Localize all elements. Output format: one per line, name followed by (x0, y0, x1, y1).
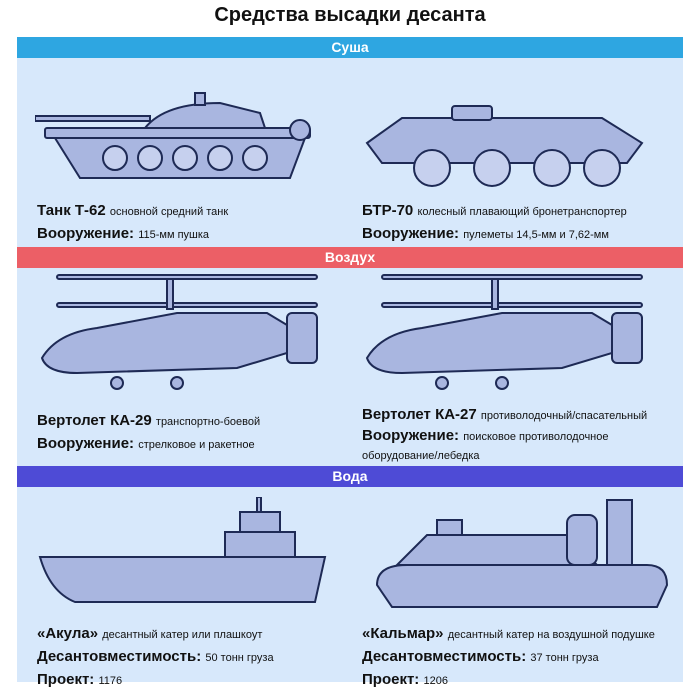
spec-label: Проект: (362, 671, 420, 688)
spec-label: Вооружение: (362, 225, 460, 242)
helicopter-icon (365, 274, 643, 390)
item-kalmar: «Кальмар» десантный катер на воздушной п… (362, 623, 655, 692)
section-water: «Акула» десантный катер или плашкоут Дес… (17, 487, 683, 688)
helicopter-icon (40, 274, 318, 390)
spec-label: Проект: (37, 671, 95, 688)
spec-value: 1176 (98, 675, 123, 687)
item-desc: основной средний танк (109, 206, 229, 218)
spec-value-cont: оборудование/лебедка (362, 450, 480, 462)
spec-label: Десантовместимость: (37, 648, 202, 665)
item-t62: Танк Т-62 основной средний танк Вооружен… (37, 200, 228, 246)
landing-craft-icon (38, 497, 327, 603)
spec-label: Вооружение: (37, 225, 135, 242)
spec-value: 37 тонн груза (530, 652, 599, 664)
item-name: «Акула» (37, 625, 99, 642)
item-desc: колесный плавающий бронетранспортер (417, 206, 627, 218)
item-akula: «Акула» десантный катер или плашкоут Дес… (37, 623, 274, 692)
item-ka29: Вертолет КА-29 транспортно-боевой Вооруж… (37, 410, 260, 456)
item-desc: противолодочный/спасательный (480, 410, 648, 422)
item-name: БТР-70 (362, 202, 414, 219)
spec-value: 1206 (423, 675, 448, 687)
section-header-land: Суша (17, 37, 683, 58)
item-name: Вертолет КА-29 (37, 412, 152, 429)
tank-icon (35, 92, 311, 179)
item-name: Вертолет КА-27 (362, 406, 477, 423)
item-name: «Кальмар» (362, 625, 444, 642)
section-air: Вертолет КА-29 транспортно-боевой Вооруж… (17, 268, 683, 466)
spec-value: 115-мм пушка (138, 229, 210, 241)
page-title: Средства высадки десанта (214, 4, 486, 26)
apc-icon (365, 105, 644, 187)
spec-value: пулеметы 14,5-мм и 7,62-мм (463, 229, 609, 241)
spec-value: поисковое противолодочное (463, 431, 609, 443)
item-desc: десантный катер или плашкоут (102, 629, 263, 641)
item-ka27: Вертолет КА-27 противолодочный/спасатель… (362, 405, 647, 464)
spec-label: Вооружение: (37, 435, 135, 452)
item-btr70: БТР-70 колесный плавающий бронетранспорт… (362, 200, 627, 246)
spec-value: стрелковое и ракетное (138, 439, 255, 451)
spec-value: 50 тонн груза (205, 652, 274, 664)
spec-label: Вооружение: (362, 427, 460, 444)
spec-label: Десантовместимость: (362, 648, 527, 665)
hovercraft-icon (375, 499, 669, 608)
item-name: Танк Т-62 (37, 202, 106, 219)
section-land: Танк Т-62 основной средний танк Вооружен… (17, 58, 683, 247)
item-desc: транспортно-боевой (155, 416, 261, 428)
item-desc: десантный катер на воздушной подушке (447, 629, 655, 641)
section-header-water: Вода (17, 466, 683, 487)
section-header-air: Воздух (17, 247, 683, 268)
